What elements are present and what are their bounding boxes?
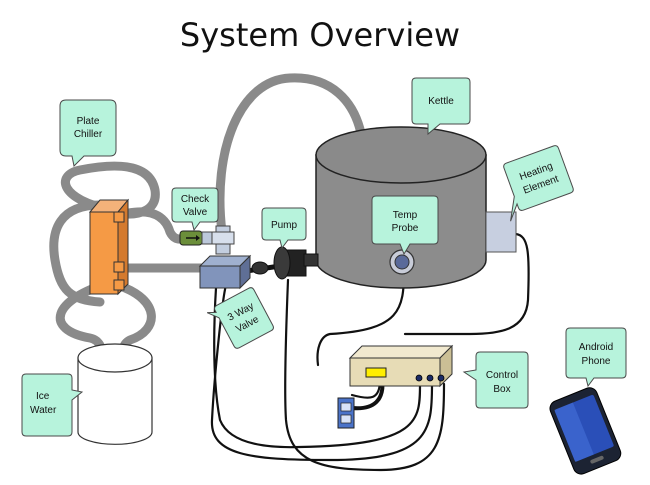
svg-text:Kettle: Kettle (428, 96, 454, 107)
svg-text:Plate: Plate (77, 116, 100, 127)
callout-android-phone: Android Phone (565, 327, 627, 388)
callout-plate-chiller: Plate Chiller (59, 99, 117, 168)
callout-pump: Pump (261, 207, 307, 250)
svg-text:Control: Control (486, 370, 518, 381)
svg-text:Phone: Phone (582, 356, 611, 367)
svg-text:Valve: Valve (183, 207, 208, 218)
tee-fitting (211, 225, 235, 255)
android-phone-device (549, 387, 622, 475)
svg-text:Temp: Temp (393, 210, 418, 221)
usb-port (365, 367, 387, 378)
callout-heating-element: Heating Element (503, 145, 574, 222)
hoses (49, 73, 367, 367)
chiller-upper-hose (60, 161, 160, 219)
ice-water-bucket (77, 343, 153, 445)
svg-text:Ice: Ice (36, 391, 50, 402)
kettle-return-hose (215, 73, 367, 237)
svg-text:Chiller: Chiller (74, 129, 103, 140)
callout-three-way-valve: 3 Way Valve (206, 287, 274, 349)
three-way-valve (198, 254, 252, 290)
callout-control-box: Control Box (462, 351, 529, 409)
pump (251, 246, 319, 280)
page-title: System Overview (180, 16, 460, 54)
check-valve (179, 230, 215, 246)
wall-outlet (337, 397, 355, 429)
svg-text:Water: Water (30, 405, 57, 416)
callout-kettle: Kettle (411, 77, 471, 136)
callout-temp-probe: Temp Probe (371, 195, 439, 256)
svg-text:Box: Box (493, 384, 510, 395)
svg-text:Pump: Pump (271, 220, 298, 231)
callout-check-valve: Check Valve (171, 187, 219, 232)
svg-text:Check: Check (181, 194, 210, 205)
callout-ice-water: Ice Water (21, 373, 84, 437)
svg-text:Android: Android (579, 342, 613, 353)
control-box (348, 344, 454, 388)
svg-text:Probe: Probe (392, 223, 419, 234)
plate-chiller (88, 198, 130, 296)
